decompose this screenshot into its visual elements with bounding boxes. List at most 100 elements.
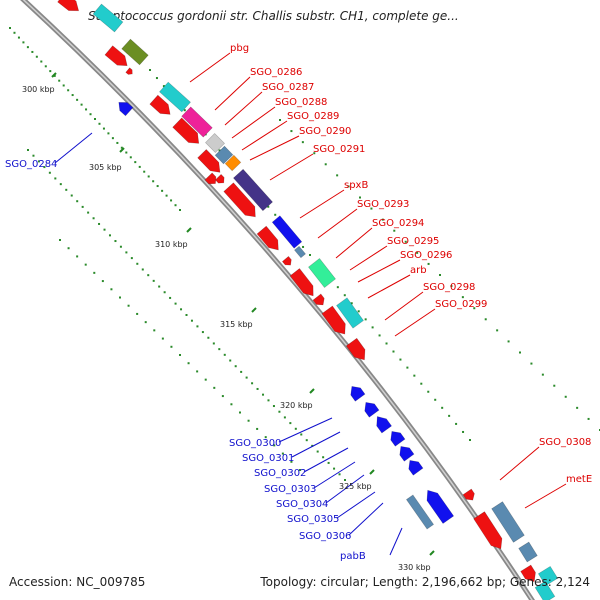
gene-arrow [390, 430, 406, 447]
gene-label-forward[interactable]: SGO_0298 [423, 282, 475, 293]
tick-dot [27, 149, 29, 151]
tick-dot [136, 312, 139, 315]
tick-dot [350, 302, 353, 305]
gene-label-forward[interactable]: SGO_0287 [262, 82, 314, 93]
gene-arrow [399, 445, 415, 462]
gene-feature [256, 225, 279, 251]
tick-mark [309, 388, 315, 394]
tick-dot [324, 163, 327, 166]
gene-label-forward[interactable]: SGO_0290 [299, 126, 351, 137]
gene-label-forward[interactable]: SGO_0288 [275, 97, 327, 108]
gene-box [121, 38, 149, 66]
tick-dot [256, 427, 259, 430]
tick-dot [587, 417, 590, 420]
tick-dot [67, 247, 70, 250]
tick-dot [116, 141, 119, 144]
tick-dot [48, 171, 51, 174]
gene-label-forward[interactable]: SGO_0295 [387, 236, 439, 247]
tick-dot [251, 382, 254, 385]
gene-arrow [473, 511, 503, 550]
tick-dot [119, 296, 121, 299]
tick-dot [40, 60, 43, 63]
gene-label-forward[interactable]: arb [410, 265, 427, 276]
gene-label-forward[interactable]: SGO_0308 [539, 437, 591, 448]
gene-label-reverse[interactable]: pabB [340, 551, 366, 562]
leader-line [189, 52, 231, 83]
tick-dot [174, 302, 177, 305]
gene-label-forward[interactable]: metE [566, 474, 592, 485]
tick-dot [101, 280, 104, 283]
tick-dot [94, 118, 96, 120]
gene-label-reverse[interactable]: SGO_0306 [299, 531, 351, 542]
gene-feature [350, 385, 366, 402]
tick-dot [84, 263, 87, 266]
gene-arrow [256, 225, 279, 251]
tick-dot [107, 132, 110, 135]
tick-dot [152, 180, 155, 183]
gene-arrow [197, 149, 221, 173]
gene-label-reverse[interactable]: SGO_0302 [254, 468, 306, 479]
tick-dot [153, 329, 156, 332]
tick-dot [92, 217, 95, 220]
tick-dot [62, 84, 65, 87]
tick-dot [190, 319, 193, 322]
gene-feature [181, 106, 213, 138]
gene-label-forward[interactable]: SGO_0294 [372, 218, 424, 229]
tick-dot [149, 69, 151, 71]
gene-feature [308, 258, 336, 288]
gene-arrow [426, 489, 455, 524]
gene-label-forward[interactable]: SGO_0293 [357, 199, 409, 210]
gene-label-forward[interactable]: SGO_0286 [250, 67, 302, 78]
tick-dot [180, 308, 183, 311]
gene-arrow [149, 94, 171, 115]
gene-feature [426, 489, 455, 524]
tick-dot [26, 46, 29, 49]
gene-feature [408, 459, 424, 476]
gene-label-reverse[interactable]: SGO_0284 [5, 159, 57, 170]
tick-dot [530, 362, 533, 365]
gene-label-forward[interactable]: SGO_0299 [435, 299, 487, 310]
gene-box [233, 168, 273, 212]
tick-dot [448, 414, 451, 417]
gene-label-reverse[interactable]: SGO_0300 [229, 438, 281, 449]
gene-feature [405, 494, 435, 530]
label-leader-lines [54, 52, 567, 556]
gene-arrow [57, 0, 80, 12]
gene-label-forward[interactable]: SGO_0291 [313, 144, 365, 155]
gene-label-reverse[interactable]: SGO_0304 [276, 499, 328, 510]
tick-dot [22, 41, 25, 44]
gene-feature [473, 511, 503, 550]
gene-label-reverse[interactable]: SGO_0303 [264, 484, 316, 495]
tick-dot [196, 325, 199, 328]
tick-dot [53, 74, 56, 77]
tick-dot [165, 194, 168, 197]
gene-arrow [408, 459, 424, 476]
tick-dot [129, 156, 132, 159]
tick-dot [98, 222, 101, 225]
tick-dot [185, 314, 188, 316]
gene-label-forward[interactable]: SGO_0289 [287, 111, 339, 122]
gene-label-reverse[interactable]: SGO_0301 [242, 453, 294, 464]
gene-label-forward[interactable]: pbg [230, 43, 249, 54]
tick-dot [179, 354, 181, 356]
tick-dot [156, 185, 159, 188]
tick-dot [59, 183, 62, 186]
tick-dot [272, 405, 275, 408]
tick-dot [336, 286, 339, 289]
tick-dot [313, 152, 316, 155]
gene-label-reverse[interactable]: SGO_0305 [287, 514, 339, 525]
tick-dot [13, 31, 16, 34]
tick-mark [119, 147, 125, 153]
gene-arrow [350, 385, 366, 402]
tick-dot [144, 321, 147, 324]
tick-dot [302, 245, 305, 248]
gene-label-forward[interactable]: spxB [344, 180, 368, 191]
tick-dot [322, 456, 325, 459]
leader-line [349, 245, 388, 271]
tick-dot [484, 318, 487, 321]
gene-feature [364, 401, 380, 418]
tick-dot [218, 348, 221, 351]
gene-label-forward[interactable]: SGO_0296 [400, 250, 452, 261]
gene-box [181, 106, 213, 138]
